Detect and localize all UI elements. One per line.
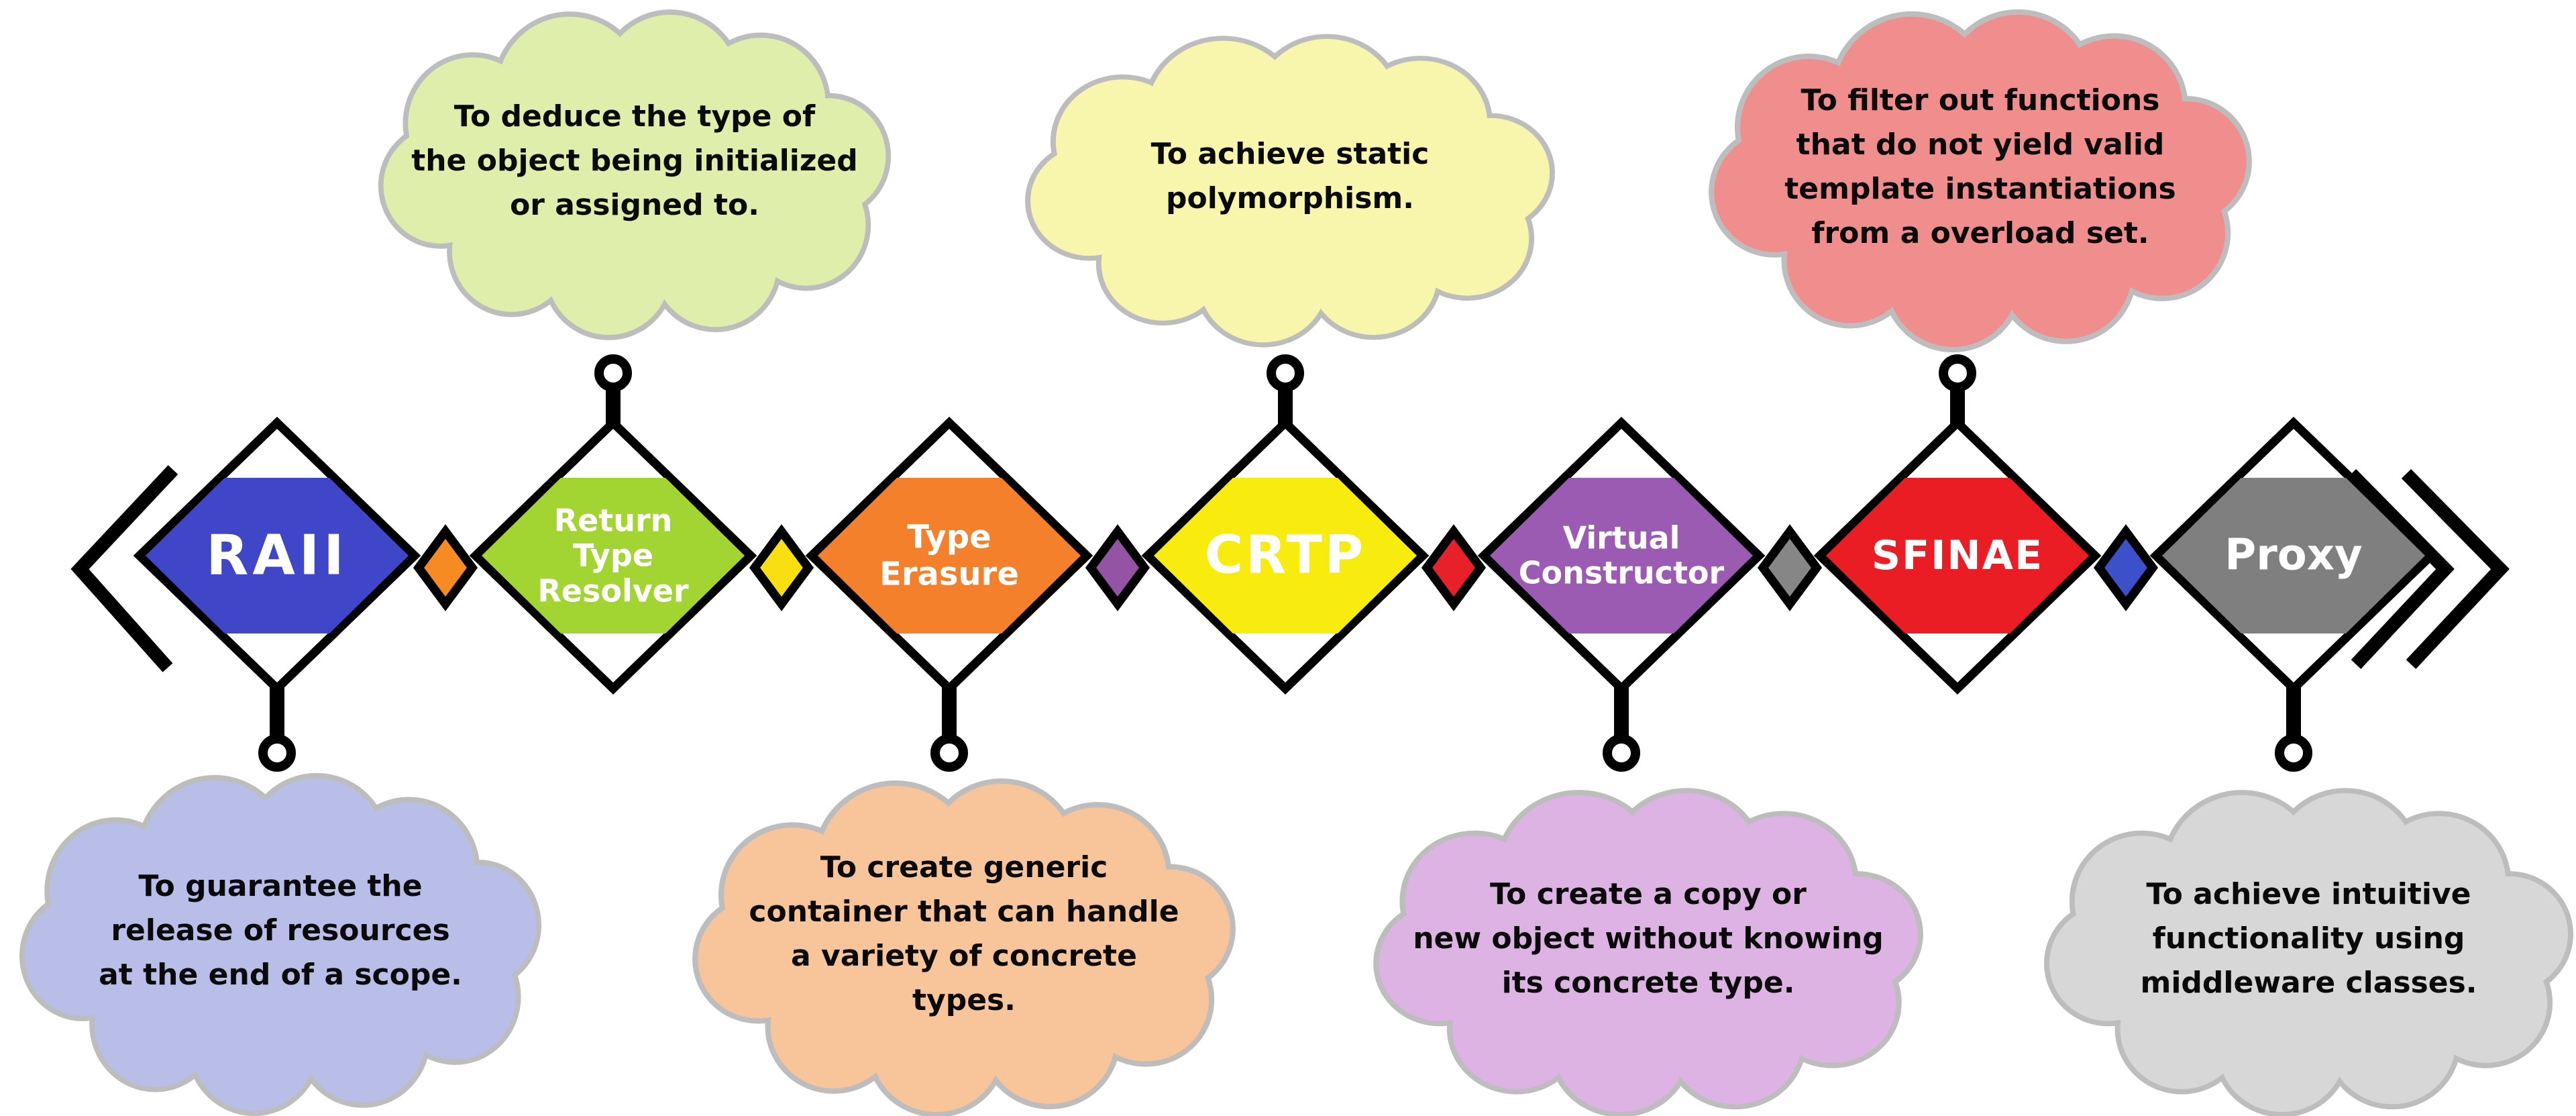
cloud-text-crtp: To achieve static polymorphism. [1150,137,1430,215]
ring-type-erasure [930,734,968,772]
ring-raii [258,734,296,772]
diamond-fill-virtual-constructor [1490,478,1753,633]
label-sfinae: SFINAE [1871,531,2044,579]
cloud-text-raii: To guarantee the release of resources at… [99,868,462,992]
ring-sfinae [1939,354,1976,392]
connector-diamond-5 [1757,524,1823,611]
ring-proxy [2275,734,2312,772]
connector-diamond-4 [1421,524,1487,611]
ring-crtp [1267,354,1304,392]
diamond-fill-crtp [1154,478,1417,633]
chevron-left-icon [70,465,178,672]
cloud-text-virtual-constructor: To create a copy or new object without k… [1413,876,1884,1000]
connector-diamond-3 [1085,524,1150,611]
ring-return-type-resolver [594,354,632,392]
connector-diamond-2 [749,524,814,611]
diamond-fill-proxy [2162,478,2425,633]
cloud-text-proxy: To achieve intuitive functionality using… [2140,876,2477,1000]
diamond-fill-raii [146,478,409,633]
label-proxy: Proxy [2224,530,2363,580]
connector-diamond-1 [413,524,478,611]
cloud-text-type-erasure: To create generic container that can han… [749,850,1179,1017]
label-virtual-constructor: Virtual Constructor [1518,519,1725,591]
diamond-fill-sfinae [1826,478,2089,633]
label-crtp: CRTP [1204,525,1366,586]
diamond-fill-type-erasure [818,478,1081,633]
cloud-text-return-type-resolver: To deduce the type of the object being i… [411,99,858,222]
chevron-right-outer-icon [2401,468,2510,669]
ring-virtual-constructor [1603,734,1640,772]
label-return-type-resolver: Return Type Resolver [537,502,689,609]
diamond-fill-return-type-resolver [482,478,745,633]
label-type-erasure: Type Erasure [879,518,1019,593]
connector-diamond-6 [2093,524,2159,611]
cloud-text-sfinae: To filter out functions that do not yiel… [1784,83,2176,250]
label-raii: RAII [206,523,348,588]
